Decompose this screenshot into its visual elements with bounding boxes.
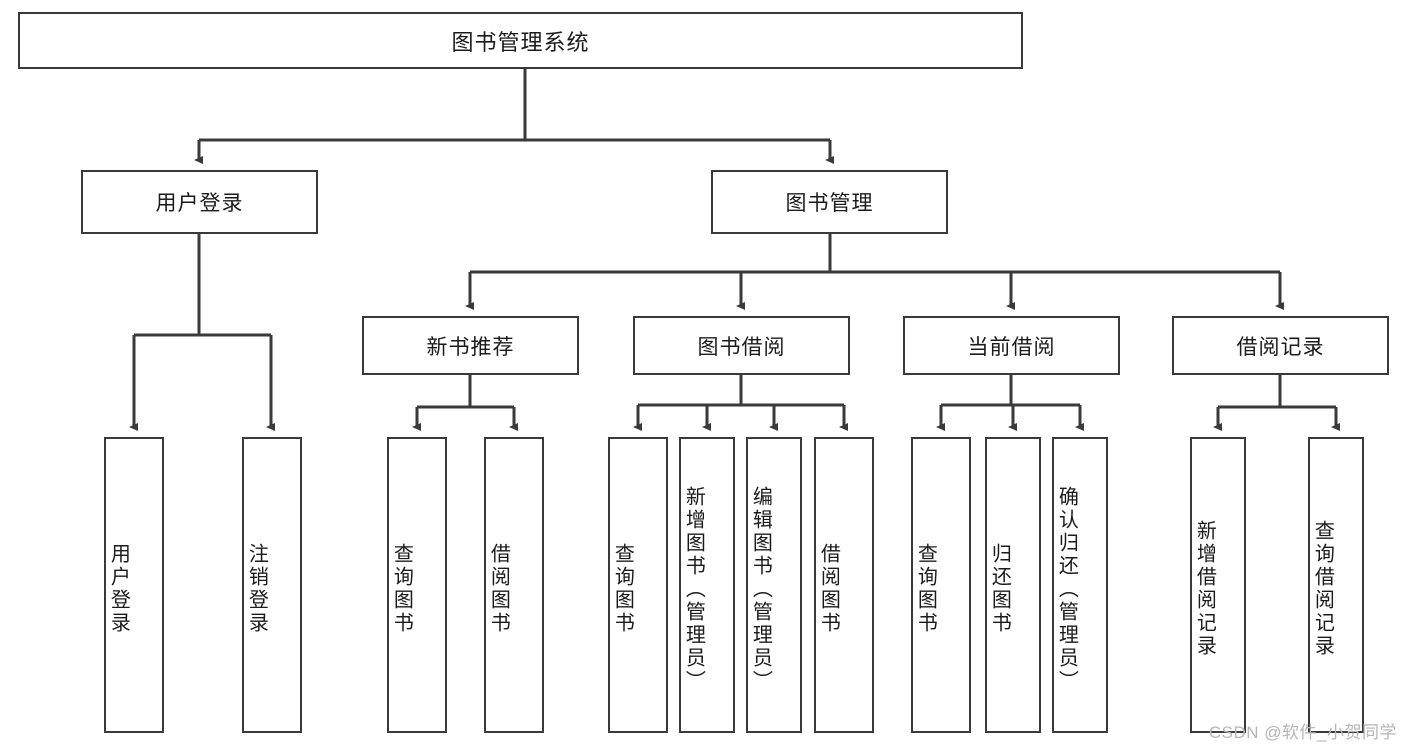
node-borrow-record-label: 借阅记录 xyxy=(1236,335,1325,359)
node-book-management-label: 图书管理 xyxy=(785,192,874,215)
node-leaf-query-book-3[interactable]: 查询图书 xyxy=(911,437,971,733)
node-leaf-add-borrow-record-label: 新增借阅记录 xyxy=(1193,520,1216,658)
node-leaf-borrow-book-1[interactable]: 借阅图书 xyxy=(484,437,544,733)
node-leaf-query-book-1-label: 查询图书 xyxy=(390,543,413,635)
node-leaf-user-login-label: 用户登录 xyxy=(107,543,130,635)
node-leaf-add-book-admin-label: 新增图书（管理员） xyxy=(682,485,705,693)
node-leaf-query-book-3-label: 查询图书 xyxy=(914,543,937,635)
csdn-watermark: CSDN @软件_小贺同学 xyxy=(1208,723,1397,742)
node-root[interactable]: 图书管理系统 xyxy=(18,12,1023,69)
node-leaf-query-book-2[interactable]: 查询图书 xyxy=(608,437,668,733)
node-leaf-add-book-admin[interactable]: 新增图书（管理员） xyxy=(679,437,735,733)
node-leaf-return-book-label: 归还图书 xyxy=(988,543,1011,635)
node-leaf-logout-login-label: 注销登录 xyxy=(245,543,268,635)
node-new-book-recommend[interactable]: 新书推荐 xyxy=(362,316,579,375)
node-leaf-confirm-return-admin[interactable]: 确认归还（管理员） xyxy=(1052,437,1108,733)
node-user-login[interactable]: 用户登录 xyxy=(81,170,318,234)
node-current-borrow[interactable]: 当前借阅 xyxy=(903,316,1120,375)
node-leaf-add-borrow-record[interactable]: 新增借阅记录 xyxy=(1190,437,1246,733)
node-leaf-return-book[interactable]: 归还图书 xyxy=(985,437,1041,733)
node-book-borrow-label: 图书借阅 xyxy=(697,335,786,359)
node-new-book-recommend-label: 新书推荐 xyxy=(426,335,515,359)
node-leaf-confirm-return-admin-label: 确认归还（管理员） xyxy=(1055,485,1078,693)
node-root-label: 图书管理系统 xyxy=(451,29,590,55)
node-leaf-logout-login[interactable]: 注销登录 xyxy=(242,437,302,733)
node-leaf-edit-book-admin[interactable]: 编辑图书（管理员） xyxy=(746,437,802,733)
node-leaf-user-login[interactable]: 用户登录 xyxy=(104,437,164,733)
node-current-borrow-label: 当前借阅 xyxy=(967,335,1056,359)
node-leaf-borrow-book-2[interactable]: 借阅图书 xyxy=(814,437,874,733)
node-leaf-borrow-book-2-label: 借阅图书 xyxy=(817,543,840,635)
node-leaf-query-borrow-record[interactable]: 查询借阅记录 xyxy=(1308,437,1364,733)
node-leaf-query-borrow-record-label: 查询借阅记录 xyxy=(1311,520,1334,658)
node-leaf-query-book-2-label: 查询图书 xyxy=(611,543,634,635)
node-user-login-label: 用户登录 xyxy=(155,192,244,215)
node-book-borrow[interactable]: 图书借阅 xyxy=(633,316,850,375)
node-leaf-query-book-1[interactable]: 查询图书 xyxy=(387,437,447,733)
node-leaf-edit-book-admin-label: 编辑图书（管理员） xyxy=(749,485,772,693)
node-book-management[interactable]: 图书管理 xyxy=(711,170,948,234)
node-borrow-record[interactable]: 借阅记录 xyxy=(1172,316,1389,375)
node-leaf-borrow-book-1-label: 借阅图书 xyxy=(487,543,510,635)
